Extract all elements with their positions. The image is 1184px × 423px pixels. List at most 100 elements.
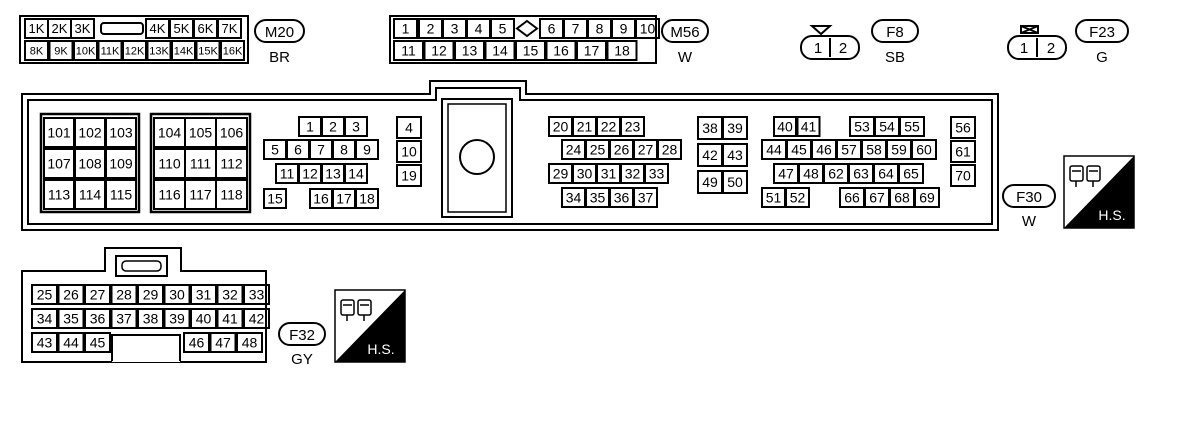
- f30-pin-30: 30: [577, 166, 593, 182]
- f30-pin-33-cell: [644, 163, 669, 184]
- f32-hs-connector-icon: [340, 299, 372, 321]
- f32-pin-32-cell: [216, 284, 244, 305]
- f30-pin-44: 44: [766, 142, 782, 158]
- f32-pin-34-cell: [31, 308, 58, 329]
- f30-pin-28-cell: [657, 139, 682, 160]
- f30-pin-40: 40: [777, 119, 793, 135]
- m20-pin-7K: 7K: [222, 21, 238, 36]
- f30-pin-68: 68: [894, 190, 910, 206]
- m20-pin-4K: 4K: [150, 21, 166, 36]
- connector-f8: 1 2: [800, 25, 860, 60]
- f32-pin-37: 37: [116, 311, 132, 327]
- f30-pin-18-cell: [355, 188, 379, 209]
- f30-pin-14-cell: [344, 163, 368, 184]
- f30-pin-34: 34: [566, 190, 582, 206]
- f30-pin-115: 115: [110, 187, 133, 203]
- f30-pin-15: 15: [267, 191, 283, 207]
- f30-pin-15-cell: [263, 188, 287, 209]
- f32-pin-43-cell: [31, 332, 58, 353]
- f30-guide-post: [441, 98, 513, 218]
- f32-pin-26-cell: [57, 284, 85, 305]
- m56-pin-7: 7: [572, 21, 580, 37]
- f32-pin-28-cell: [110, 284, 138, 305]
- f30-pin-19: 19: [401, 168, 417, 184]
- m20-pin-1K: 1K: [29, 21, 45, 36]
- f30-pin-25: 25: [590, 142, 606, 158]
- m20-pin-10K: 10K: [76, 45, 96, 57]
- f32-pin-38: 38: [143, 311, 159, 327]
- f32-pin-30: 30: [169, 287, 185, 303]
- f32-pin-46: 46: [189, 335, 205, 351]
- f30-pin-3-cell: [344, 116, 368, 137]
- f32-pin-48-cell: [236, 332, 263, 353]
- f32-pin-48: 48: [242, 335, 258, 351]
- f30-pin-21: 21: [577, 119, 593, 135]
- f30-pin-8: 8: [340, 142, 348, 158]
- f30-pin-49: 49: [702, 174, 718, 190]
- f32-label: F32 GY: [278, 322, 326, 368]
- f32-pin-29-cell: [137, 284, 164, 305]
- m56-pin-14: 14: [492, 43, 508, 59]
- f30-pin-6: 6: [294, 142, 302, 158]
- m20-pin-7K-cell: [217, 18, 242, 39]
- m20-pin-15K: 15K: [198, 45, 218, 57]
- m20-lock-tab: [100, 22, 144, 35]
- f30-pin-16: 16: [313, 191, 329, 207]
- f30-pin-61: 61: [955, 144, 971, 160]
- m20-pin-16K-cell: [220, 40, 245, 61]
- f32-pin-35: 35: [63, 311, 79, 327]
- f23-key-icon: [1020, 25, 1039, 34]
- f30-pin-102: 102: [78, 125, 102, 141]
- f30-pin-23-cell: [620, 116, 645, 137]
- f30-pin-54: 54: [879, 119, 895, 135]
- f30-pin-2: 2: [329, 119, 337, 135]
- m20-pin-11K-cell: [97, 40, 123, 61]
- f30-pin-4: 4: [405, 120, 413, 136]
- f30-hs-badge: H.S.: [1063, 155, 1135, 229]
- f30-pin-70: 70: [955, 168, 971, 184]
- m56-label: M56 W: [661, 19, 709, 66]
- f32-pin-35-cell: [57, 308, 85, 329]
- f30-pin-62: 62: [828, 166, 844, 182]
- f23-pin-1: 1: [1020, 40, 1028, 57]
- f32-notch: [112, 335, 180, 362]
- f30-pin-67: 67: [869, 190, 885, 206]
- m20-pin-16K: 16K: [223, 45, 243, 57]
- f32-pin-31-cell: [190, 284, 217, 305]
- f32-pin-25: 25: [37, 287, 53, 303]
- f32-pin-29: 29: [143, 287, 159, 303]
- m56-pin-10-cell: [635, 18, 660, 39]
- f30-pin-103-cell: [105, 117, 137, 148]
- f30-pin-9: 9: [363, 142, 371, 158]
- f32-pin-39-cell: [163, 308, 191, 329]
- m20-pin-14K: 14K: [174, 45, 194, 57]
- f32-pin-34: 34: [37, 311, 53, 327]
- f32-pin-46-cell: [183, 332, 210, 353]
- f30-pin-69: 69: [919, 190, 935, 206]
- m20-pin-14K-cell: [171, 40, 196, 61]
- f32-lock-tab: [115, 255, 168, 277]
- f30-hs-text: H.S.: [1098, 207, 1125, 223]
- m56-pin-12: 12: [431, 43, 447, 59]
- m20-pin-9K: 9K: [54, 45, 68, 57]
- f30-pin-109-cell: [105, 148, 137, 179]
- m56-pin-15-cell: [515, 40, 546, 61]
- m56-pin-16-cell: [545, 40, 577, 61]
- f8-id: F8: [886, 24, 904, 41]
- m56-pin-18: 18: [614, 43, 630, 59]
- f32-pin-30-cell: [163, 284, 191, 305]
- f30-label: F30 W: [1002, 184, 1056, 230]
- f30-pin-108: 108: [78, 156, 102, 172]
- f32-pin-32: 32: [222, 287, 238, 303]
- f32-pin-28: 28: [116, 287, 132, 303]
- f30-pin-101: 101: [47, 125, 71, 141]
- f30-pin-109: 109: [109, 156, 133, 172]
- m56-pin-9: 9: [620, 21, 628, 37]
- f32-hs-text: H.S.: [367, 341, 394, 357]
- m56-pin-12-cell: [423, 40, 455, 61]
